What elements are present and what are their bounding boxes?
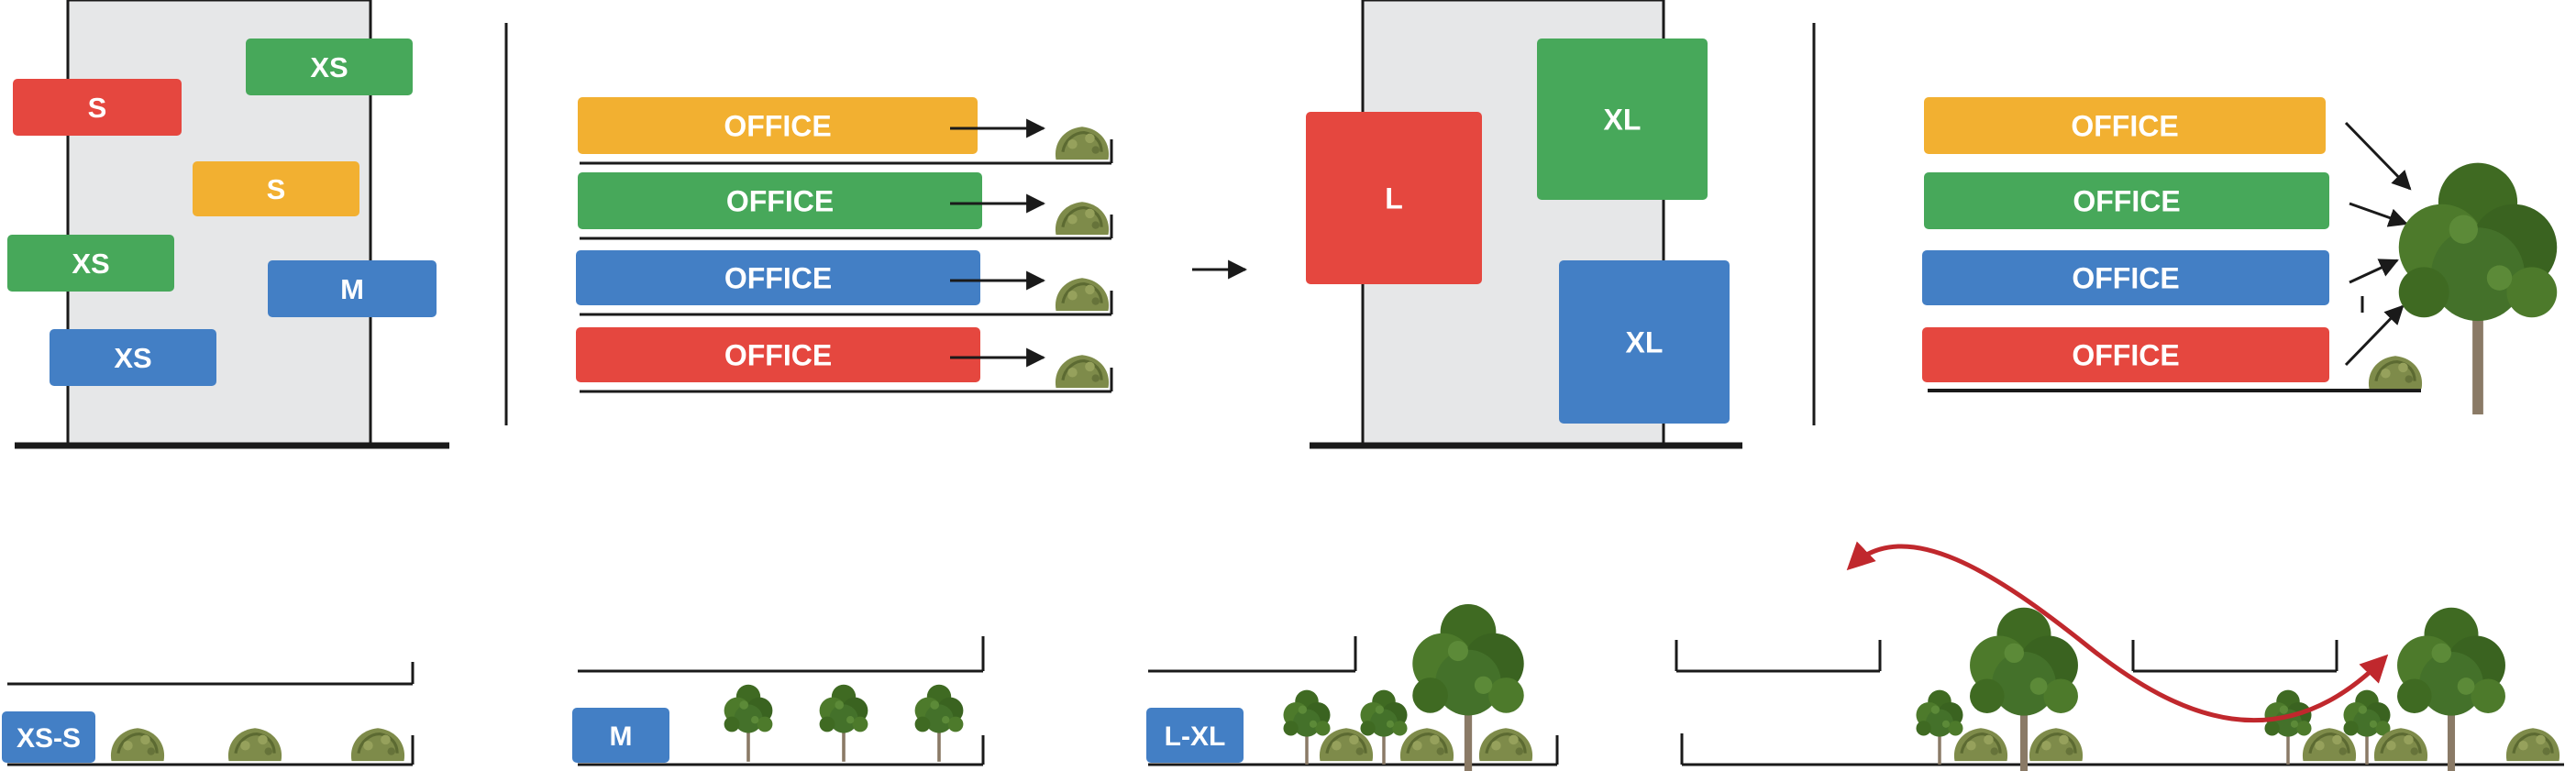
- shrub-icon: [1399, 726, 1455, 763]
- office-bar-box: [1924, 172, 2329, 229]
- shrub-icon: [2367, 354, 2424, 391]
- scale-tag-label: M: [610, 721, 633, 752]
- office-bar-label: OFFICE: [2073, 185, 2180, 218]
- swap-arrow: [1846, 541, 2389, 723]
- size-block-label: XS: [114, 342, 151, 374]
- office-bar-label: OFFICE: [2072, 339, 2179, 372]
- scale-tag: M: [572, 708, 669, 763]
- shrub-icon: [109, 726, 166, 763]
- shrub-icon: [1054, 353, 1111, 390]
- office-bar-box: [578, 97, 978, 154]
- office-bar-box: [1924, 97, 2326, 154]
- shrub-icon: [1054, 125, 1111, 161]
- panel-office-bars-tree: OFFICE OFFICE OFFICE OFFICE: [1922, 97, 2558, 415]
- office-bar: OFFICE: [1924, 172, 2329, 229]
- shrub-icon: [1952, 726, 2009, 763]
- panel-building-small-blocks: XS S S XS M XS: [7, 0, 508, 449]
- bottom-greenery-scales: XS-S M L-XL: [2, 541, 2564, 771]
- tree-icon: [914, 684, 964, 762]
- shrub-icon: [227, 726, 283, 763]
- size-block: XS: [246, 39, 413, 95]
- shrub-icon: [1054, 200, 1111, 237]
- size-block-box: [1559, 260, 1730, 424]
- size-block: L: [1306, 112, 1482, 284]
- arrow-to-tree: [2344, 121, 2412, 191]
- office-bar-label: OFFICE: [726, 185, 834, 218]
- size-block: XL: [1537, 39, 1708, 200]
- office-bar-label: OFFICE: [724, 339, 832, 372]
- size-block-box: [268, 260, 437, 317]
- office-bar: OFFICE: [576, 327, 980, 382]
- size-block-box: [1306, 112, 1482, 284]
- size-block-box: [1537, 39, 1708, 200]
- tree-icon: [819, 684, 868, 762]
- office-bar: OFFICE: [578, 172, 982, 229]
- size-block: S: [13, 79, 182, 136]
- size-block-box: [50, 329, 216, 386]
- panel-office-bars-shrubs: OFFICE OFFICE OFFICE OFFICE: [576, 97, 1248, 393]
- size-block: S: [193, 161, 359, 216]
- size-block-label: M: [340, 273, 364, 305]
- size-block-box: [7, 235, 174, 292]
- size-block-box: [13, 79, 182, 136]
- scale-tag: XS-S: [2, 711, 95, 763]
- office-bar-box: [1922, 327, 2329, 382]
- size-block-label: L: [1385, 182, 1403, 215]
- scale-tag: L-XL: [1146, 708, 1244, 763]
- size-block-label: XS: [72, 248, 109, 280]
- office-bar-box: [578, 172, 982, 229]
- office-bar-label: OFFICE: [2072, 262, 2179, 295]
- panel-building-large-blocks: L XL XL: [1306, 0, 1816, 449]
- size-block: XL: [1559, 260, 1730, 424]
- arrow-to-tree: [2344, 304, 2405, 367]
- tree-icon: [724, 684, 773, 762]
- scale-tag-box: [572, 708, 669, 763]
- size-block: XS: [50, 329, 216, 386]
- shrub-icon: [1054, 276, 1111, 313]
- size-block-box: [246, 39, 413, 95]
- office-bar: OFFICE: [1922, 327, 2329, 382]
- office-bar: OFFICE: [1924, 97, 2326, 154]
- size-block-box: [193, 161, 359, 216]
- shrub-icon: [2028, 726, 2084, 763]
- office-bar-label: OFFICE: [724, 110, 831, 143]
- office-bar-box: [576, 250, 980, 305]
- office-bar-box: [576, 327, 980, 382]
- arrow-to-tree: [2349, 259, 2399, 284]
- size-block: XS: [7, 235, 174, 292]
- office-bar: OFFICE: [1922, 250, 2329, 305]
- size-block-label: XL: [1604, 104, 1642, 137]
- tree-icon: [2398, 162, 2558, 415]
- size-block-label: S: [267, 173, 286, 205]
- scale-tag-box: [1146, 708, 1244, 763]
- office-bar-label: OFFICE: [724, 262, 832, 295]
- shrub-icon: [1477, 726, 1534, 763]
- size-block-label: XL: [1626, 326, 1664, 359]
- shrub-icon: [349, 726, 406, 763]
- office-bar: OFFICE: [578, 97, 978, 154]
- shrub-icon: [2504, 726, 2561, 763]
- office-bar: OFFICE: [576, 250, 980, 305]
- scale-tag-label: XS-S: [17, 723, 81, 754]
- office-bar-box: [1922, 250, 2329, 305]
- arrow-to-tree: [2349, 202, 2408, 227]
- size-block: M: [268, 260, 437, 317]
- size-block-label: XS: [310, 51, 348, 83]
- office-bar-label: OFFICE: [2071, 110, 2178, 143]
- scale-tag-box: [2, 711, 95, 763]
- scale-tag-label: L-XL: [1165, 721, 1226, 752]
- size-block-label: S: [88, 92, 107, 124]
